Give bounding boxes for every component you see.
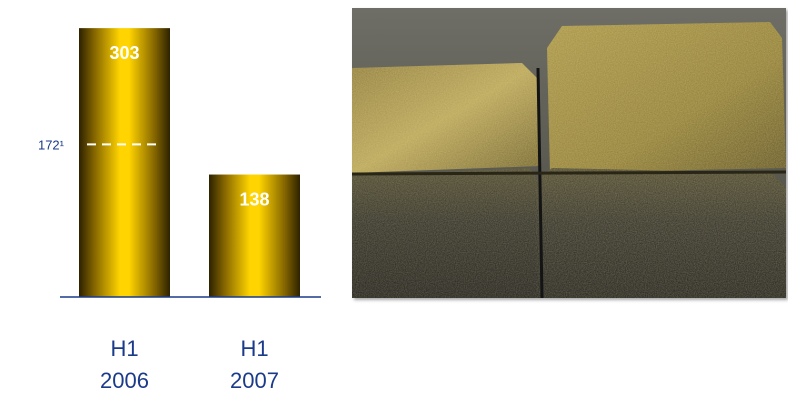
category-label-1-1: 2007 <box>230 368 279 393</box>
bar-0 <box>79 28 170 297</box>
bar-1 <box>209 174 300 297</box>
category-label-0-0: H1 <box>110 336 138 361</box>
category-label-1-0: H1 <box>240 336 268 361</box>
gold-bars-photo <box>352 8 786 298</box>
bar-value-label-1: 138 <box>239 190 269 210</box>
category-label-0-1: 2006 <box>100 368 149 393</box>
reference-line-label: 172¹ <box>38 137 65 152</box>
bar-value-label-0: 303 <box>109 43 139 63</box>
